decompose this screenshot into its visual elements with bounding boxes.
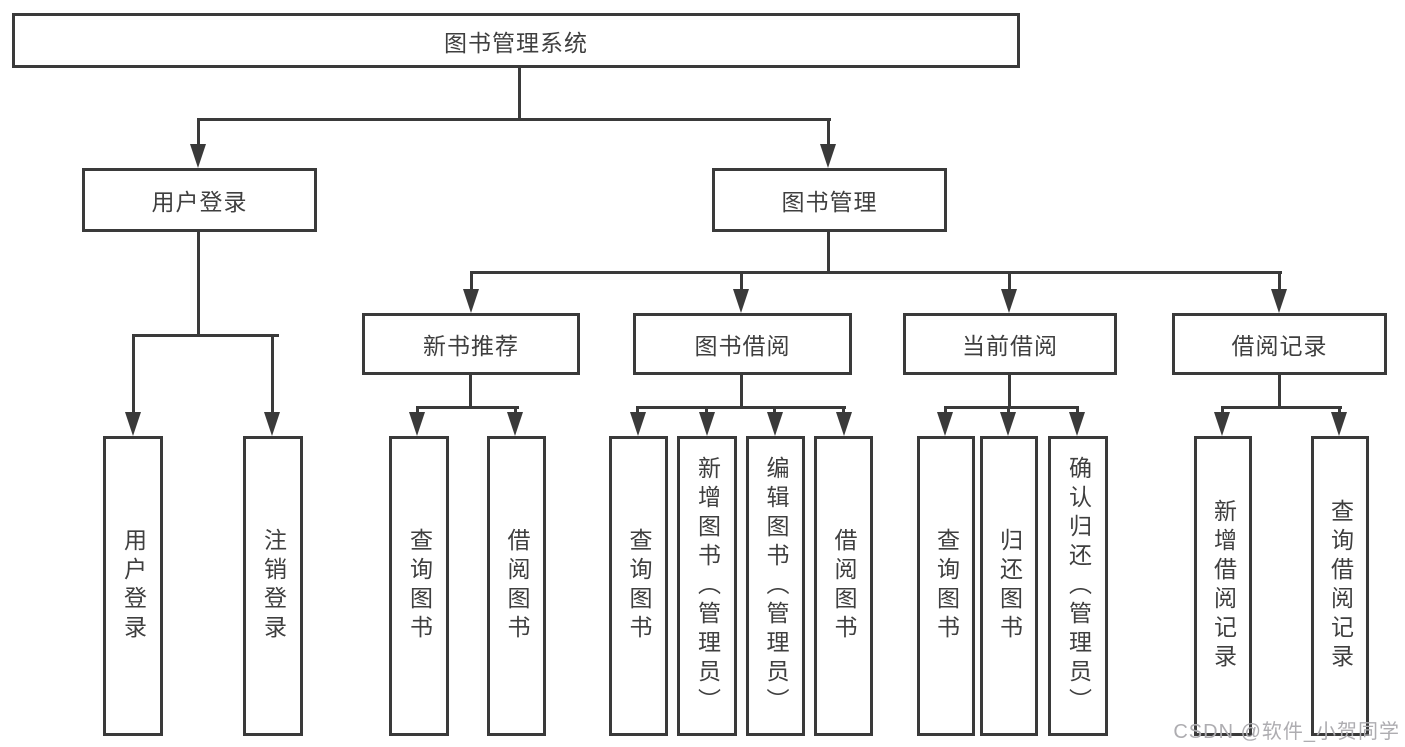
arrowhead xyxy=(507,412,523,436)
watermark: CSDN @软件_小贺同学 xyxy=(1173,721,1400,743)
node-book-borrow: 图书借阅 xyxy=(633,313,852,375)
connector-line xyxy=(518,68,521,119)
arrowhead xyxy=(767,412,783,436)
connector-line xyxy=(197,232,200,335)
leaf-add-book-admin: 新增图书（管理员） xyxy=(677,436,737,736)
connector-line xyxy=(470,271,473,291)
leaf-user-login: 用户登录 xyxy=(103,436,163,736)
connector-line xyxy=(1278,271,1281,291)
leaf-borrow-books: 借阅图书 xyxy=(814,436,873,736)
connector-line xyxy=(1008,375,1011,408)
leaf-borrow-books-rec: 借阅图书 xyxy=(487,436,546,736)
connector-line xyxy=(636,406,639,416)
arrowhead xyxy=(937,412,953,436)
leaf-query-books-current: 查询图书 xyxy=(917,436,975,736)
arrowhead xyxy=(733,289,749,313)
connector-line xyxy=(416,406,519,409)
arrowhead xyxy=(463,289,479,313)
connector-line xyxy=(827,232,830,273)
arrowhead xyxy=(1000,412,1016,436)
connector-line xyxy=(1221,406,1224,416)
arrowhead xyxy=(820,144,836,168)
arrowhead xyxy=(264,412,280,436)
connector-line xyxy=(197,118,200,146)
leaf-return-book: 归还图书 xyxy=(980,436,1038,736)
connector-line xyxy=(944,406,1079,409)
connector-line xyxy=(636,406,846,409)
node-current-borrow: 当前借阅 xyxy=(903,313,1117,375)
connector-line xyxy=(1278,375,1281,408)
connector-line xyxy=(827,118,830,146)
node-book-mgmt: 图书管理 xyxy=(712,168,947,232)
connector-line xyxy=(469,375,472,408)
connector-line xyxy=(1221,406,1342,409)
arrowhead xyxy=(836,412,852,436)
connector-line xyxy=(740,375,743,408)
leaf-edit-book-admin: 编辑图书（管理员） xyxy=(746,436,805,736)
node-root: 图书管理系统 xyxy=(12,13,1020,68)
arrowhead xyxy=(630,412,646,436)
connector-line xyxy=(416,406,419,416)
arrowhead xyxy=(1271,289,1287,313)
leaf-confirm-return-admin: 确认归还（管理员） xyxy=(1048,436,1108,736)
arrowhead xyxy=(1001,289,1017,313)
leaf-query-borrow-record: 查询借阅记录 xyxy=(1311,436,1369,736)
arrowhead xyxy=(1069,412,1085,436)
connector-line xyxy=(944,406,947,416)
arrowhead xyxy=(1214,412,1230,436)
arrowhead xyxy=(125,412,141,436)
connector-line xyxy=(132,334,279,337)
connector-line xyxy=(271,334,274,414)
node-user-login: 用户登录 xyxy=(82,168,317,232)
leaf-add-borrow-record: 新增借阅记录 xyxy=(1194,436,1252,736)
node-new-book-rec: 新书推荐 xyxy=(362,313,580,375)
leaf-query-books-rec: 查询图书 xyxy=(389,436,449,736)
connector-line xyxy=(514,406,517,416)
connector-line xyxy=(705,406,708,416)
arrowhead xyxy=(409,412,425,436)
connector-line xyxy=(740,271,743,291)
connector-line xyxy=(1338,406,1341,416)
connector-line xyxy=(132,334,135,414)
connector-line xyxy=(1076,406,1079,416)
leaf-query-books-borrow: 查询图书 xyxy=(609,436,668,736)
connector-line xyxy=(197,118,831,121)
connector-line xyxy=(470,271,1282,274)
arrowhead xyxy=(1331,412,1347,436)
connector-line xyxy=(842,406,845,416)
arrowhead xyxy=(699,412,715,436)
connector-line xyxy=(1008,271,1011,291)
arrowhead xyxy=(190,144,206,168)
connector-line xyxy=(773,406,776,416)
leaf-logout: 注销登录 xyxy=(243,436,303,736)
node-borrow-records: 借阅记录 xyxy=(1172,313,1387,375)
connector-line xyxy=(1007,406,1010,416)
